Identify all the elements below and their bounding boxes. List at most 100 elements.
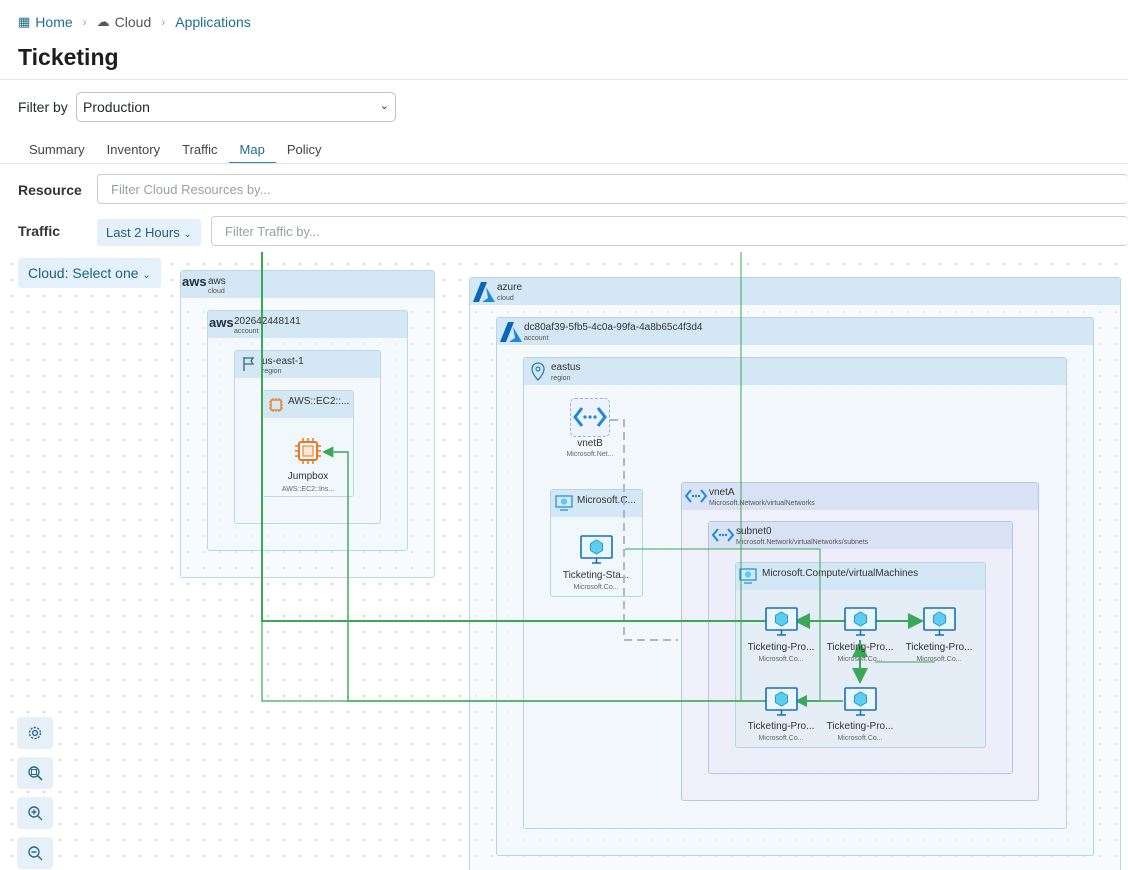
traffic-line[interactable]: [625, 548, 821, 701]
time-range-value: Last 2 Hours: [106, 225, 180, 240]
subnet0-type: Microsoft.Network/virtualNetworks/subnet…: [736, 539, 869, 546]
resource-label: Resource: [18, 182, 82, 198]
breadcrumb-cloud[interactable]: Cloud: [114, 14, 152, 30]
vm-type: Microsoft.Co...: [916, 656, 962, 663]
eastus-name: eastus: [551, 362, 581, 373]
aws-logo: aws: [182, 274, 207, 289]
time-range-button[interactable]: Last 2 Hours ⌄: [97, 219, 201, 246]
vnetB-label: vnetB: [577, 438, 603, 449]
vnet-peering-link[interactable]: [610, 419, 678, 641]
traffic-label: Traffic: [18, 223, 61, 239]
vnetA-name: vnetA: [709, 487, 735, 498]
ec2-instance-icon[interactable]: [294, 437, 322, 465]
vm-label: Ticketing-Pro...: [826, 642, 894, 653]
aws-ec2-group-name: AWS::EC2::...: [288, 396, 350, 407]
vm-type: Microsoft.Co...: [758, 656, 804, 663]
virtual-network-icon: [573, 407, 607, 427]
virtual-machine-icon[interactable]: [580, 535, 613, 567]
chevron-down-icon: ⌄: [379, 100, 389, 112]
azure-logo-icon: [500, 322, 522, 342]
tab-bar: Summary Inventory Traffic Map Policy: [18, 138, 333, 164]
azure-cloud-name: azure: [497, 282, 523, 293]
zoom-in-icon: [28, 806, 43, 821]
virtual-machine-icon[interactable]: [765, 687, 798, 719]
tab-policy[interactable]: Policy: [286, 142, 322, 157]
tab-inventory[interactable]: Inventory: [106, 142, 161, 157]
location-pin-icon: [531, 362, 545, 381]
aws-account-name: 202642448141: [234, 316, 301, 327]
aws-cloud-name: aws: [208, 276, 226, 287]
tab-summary[interactable]: Summary: [29, 142, 85, 157]
aws-ec2-group[interactable]: AWS::EC2::...: [262, 390, 354, 497]
virtual-machine-icon[interactable]: [765, 607, 798, 639]
vm-type: Microsoft.Co...: [837, 735, 883, 742]
chevron-right-icon: ›: [82, 15, 87, 29]
virtual-network-icon: [684, 489, 708, 503]
azure-account-name: dc80af39-5fb5-4c0a-99fa-4a8b65c4f3d4: [524, 322, 703, 333]
cloud-select-button[interactable]: Cloud: Select one ⌄: [18, 258, 161, 288]
divider: [0, 79, 1128, 80]
jumpbox-type: AWS::EC2::Ins...: [281, 486, 335, 493]
cloud-select-label: Cloud: Select one: [28, 265, 139, 281]
virtual-machine-icon: [739, 568, 757, 584]
staging-vm-label: Ticketing-Sta...: [562, 570, 630, 581]
resource-filter-input[interactable]: Filter Cloud Resources by...: [97, 174, 1128, 204]
chevron-down-icon: ⌄: [183, 229, 192, 240]
staging-vm-type: Microsoft.Co...: [573, 584, 619, 591]
filter-select-value: Production: [83, 99, 150, 115]
azure-logo-icon: [473, 282, 495, 302]
divider: [0, 163, 1128, 164]
traffic-connections: [261, 252, 935, 707]
flag-icon: [243, 357, 255, 371]
subnet0-name: subnet0: [736, 526, 772, 537]
zoom-out-icon: [28, 846, 43, 861]
eastus-type: region: [551, 375, 571, 382]
aws-logo: aws: [209, 315, 234, 330]
virtual-machine-icon[interactable]: [844, 607, 877, 639]
vnetA-type: Microsoft.Network/virtualNetworks: [709, 500, 815, 507]
vm-label: Ticketing-Pro...: [747, 721, 815, 732]
settings-button[interactable]: [17, 717, 53, 749]
aws-account-type: account: [234, 328, 259, 335]
vm-label: Ticketing-Pro...: [905, 642, 973, 653]
traffic-line[interactable]: [261, 252, 924, 629]
filter-label: Filter by: [18, 99, 68, 115]
aws-region-type: region: [262, 368, 282, 375]
tab-traffic[interactable]: Traffic: [182, 142, 218, 157]
traffic-filter-input[interactable]: Filter Traffic by...: [211, 216, 1128, 246]
breadcrumb-applications[interactable]: Applications: [175, 14, 251, 30]
grid-icon: ▦: [18, 14, 31, 29]
zoom-fit-icon: [28, 766, 43, 781]
compute-group-small-name: Microsoft.C...: [577, 495, 636, 506]
ec2-instance-icon: [269, 398, 283, 412]
vm-type: Microsoft.Co...: [837, 656, 883, 663]
chevron-down-icon: ⌄: [142, 270, 151, 281]
cloud-icon: ☁: [96, 14, 110, 29]
zoom-in-button[interactable]: [17, 797, 53, 829]
page-title: Ticketing: [18, 44, 119, 70]
vm-group-name: Microsoft.Compute/virtualMachines: [762, 568, 919, 579]
vnetB-type: Microsoft.Net...: [566, 451, 614, 458]
traffic-line[interactable]: [322, 446, 843, 702]
aws-region-name: us-east-1: [262, 356, 304, 367]
filter-select[interactable]: Production ⌄: [76, 92, 396, 122]
vm-label: Ticketing-Pro...: [747, 642, 815, 653]
settings-icon: [28, 726, 42, 740]
jumpbox-label: Jumpbox: [287, 471, 329, 482]
azure-cloud-type: cloud: [497, 295, 514, 302]
aws-cloud-type: cloud: [208, 288, 225, 295]
chevron-right-icon: ›: [161, 15, 166, 29]
zoom-out-button[interactable]: [17, 837, 53, 869]
zoom-fit-button[interactable]: [17, 757, 53, 789]
virtual-machine-icon: [555, 495, 573, 511]
virtual-machine-icon[interactable]: [923, 607, 956, 639]
vm-label: Ticketing-Pro...: [826, 721, 894, 732]
subnet-icon: [711, 528, 735, 542]
virtual-machine-icon[interactable]: [844, 687, 877, 719]
tab-map[interactable]: Map: [228, 138, 276, 164]
breadcrumb: ▦ Home › ☁ Cloud › Applications: [18, 14, 251, 30]
breadcrumb-home[interactable]: Home: [35, 14, 73, 30]
azure-account-type: account: [524, 335, 549, 342]
vm-type: Microsoft.Co...: [758, 735, 804, 742]
topology-map[interactable]: aws aws cloud aws 202642448141 account u…: [0, 252, 1128, 870]
